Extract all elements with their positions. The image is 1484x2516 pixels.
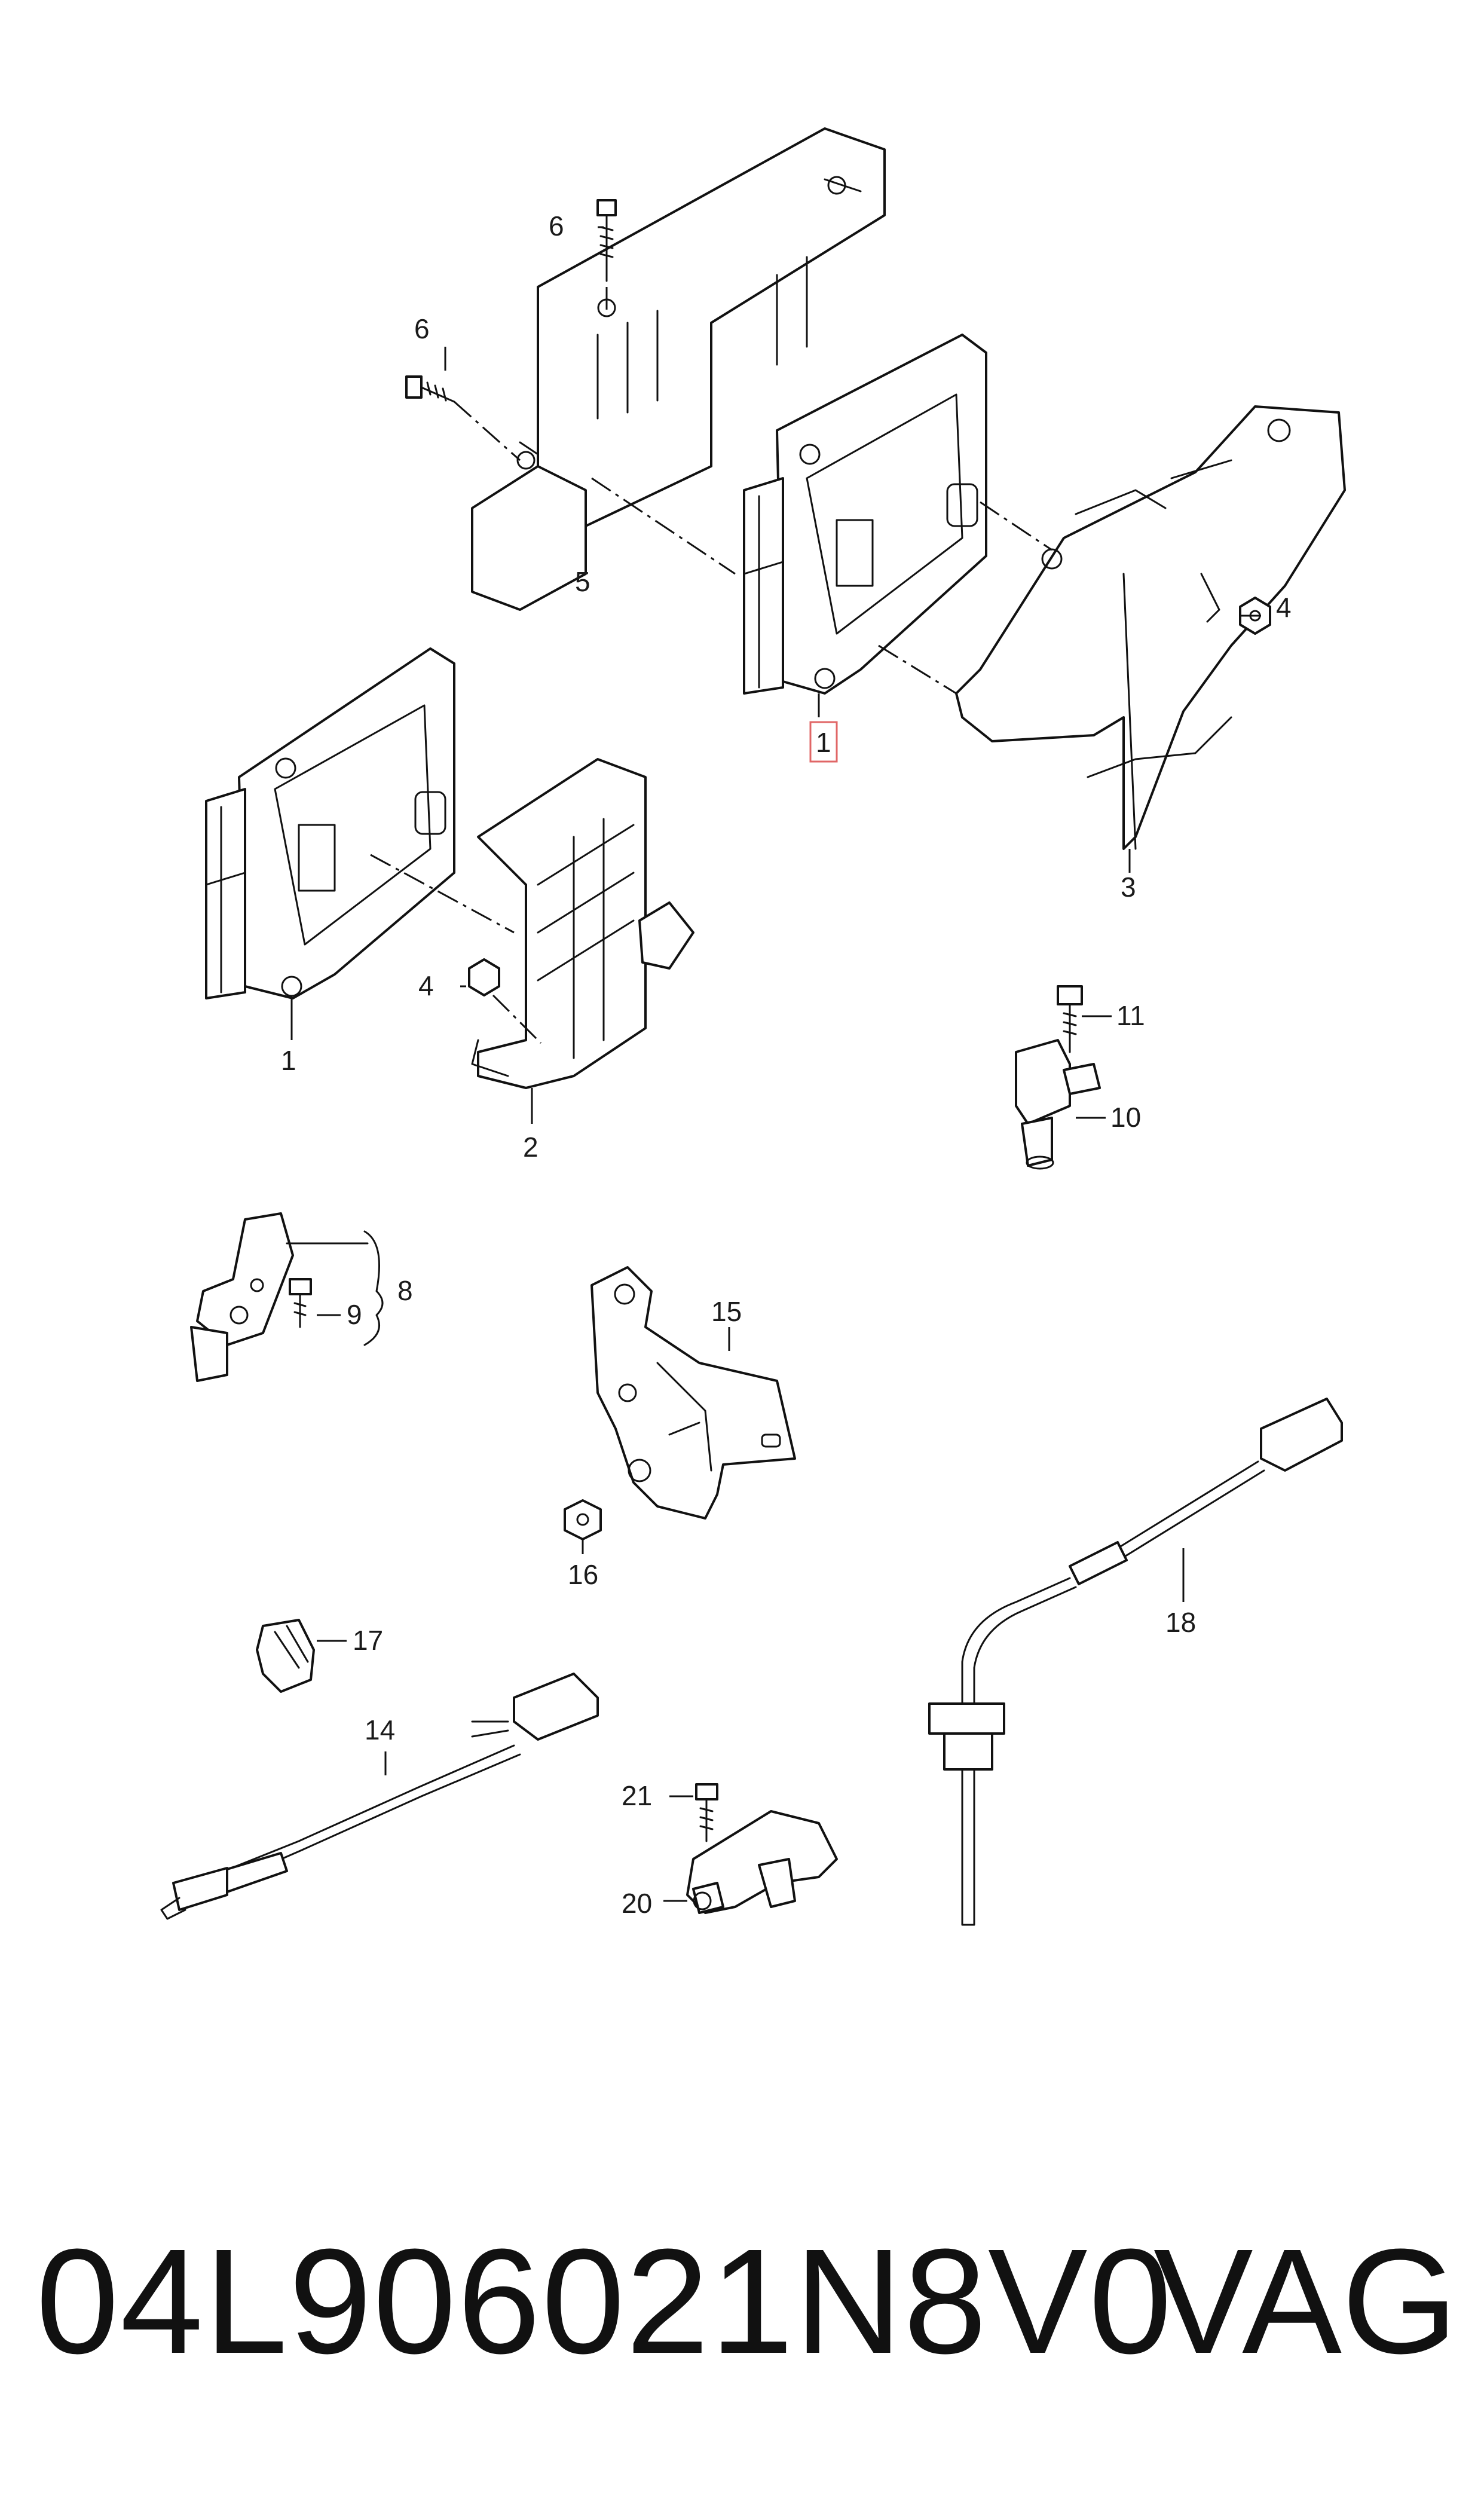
- bracket-part-15: [590, 1266, 796, 1520]
- screw-part-9: [289, 1278, 312, 1328]
- sensor-part-20: [686, 1810, 838, 1914]
- highlight-box-part-1: [809, 721, 838, 763]
- callout-9: 9: [347, 1299, 362, 1330]
- clip-part-17: [256, 1619, 315, 1693]
- callout-2: 2: [523, 1132, 538, 1163]
- callout-5: 5: [575, 566, 590, 597]
- footer-caption: 04L906021N8V0 VAG: [0, 2212, 1484, 2391]
- callout-8: 8: [397, 1275, 413, 1306]
- callout-labels: 6 6 5 1 4 3 4 1 2 11 10 8 9 15 16 17 14 …: [281, 210, 1292, 1919]
- bracket-part-5: [471, 127, 886, 611]
- holder-part-2: [471, 758, 694, 1089]
- sensor-part-10: [1015, 1039, 1101, 1170]
- callout-1-upper: 1: [816, 727, 831, 758]
- ecu-part-1-lower: [205, 647, 455, 999]
- callout-21: 21: [622, 1780, 652, 1811]
- callout-16: 16: [568, 1559, 598, 1590]
- probe-part-14: [160, 1673, 599, 1920]
- screw-part-21: [695, 1783, 718, 1842]
- callout-6-left: 6: [414, 313, 430, 344]
- nut-part-16: [564, 1499, 602, 1540]
- callout-10: 10: [1110, 1102, 1141, 1133]
- screw-part-6-top: [596, 199, 617, 282]
- sensor-part-8: [190, 1212, 294, 1382]
- sensor-part-18: [928, 1398, 1343, 1926]
- callout-14: 14: [365, 1714, 395, 1745]
- nut-part-4-lower: [468, 958, 500, 996]
- callout-6-top: 6: [549, 210, 564, 241]
- screw-part-6-left: [405, 375, 455, 403]
- leader-lines: [290, 226, 1261, 1902]
- callout-20: 20: [622, 1888, 652, 1919]
- frame-part-3: [955, 405, 1346, 850]
- screw-part-11: [1057, 985, 1083, 1053]
- callout-17: 17: [353, 1625, 383, 1656]
- callout-18: 18: [1165, 1607, 1196, 1638]
- part-number: 04L906021N8V0: [36, 2218, 1173, 2384]
- ecu-part-1-upper: [743, 334, 987, 695]
- callout-11: 11: [1116, 1000, 1145, 1031]
- callout-1-lower: 1: [281, 1045, 296, 1076]
- callout-4-lower: 4: [418, 970, 434, 1001]
- callout-4-upper: 4: [1276, 592, 1292, 623]
- callout-3: 3: [1121, 872, 1136, 903]
- brand-name: VAG: [1153, 2218, 1458, 2384]
- callout-15: 15: [711, 1296, 742, 1327]
